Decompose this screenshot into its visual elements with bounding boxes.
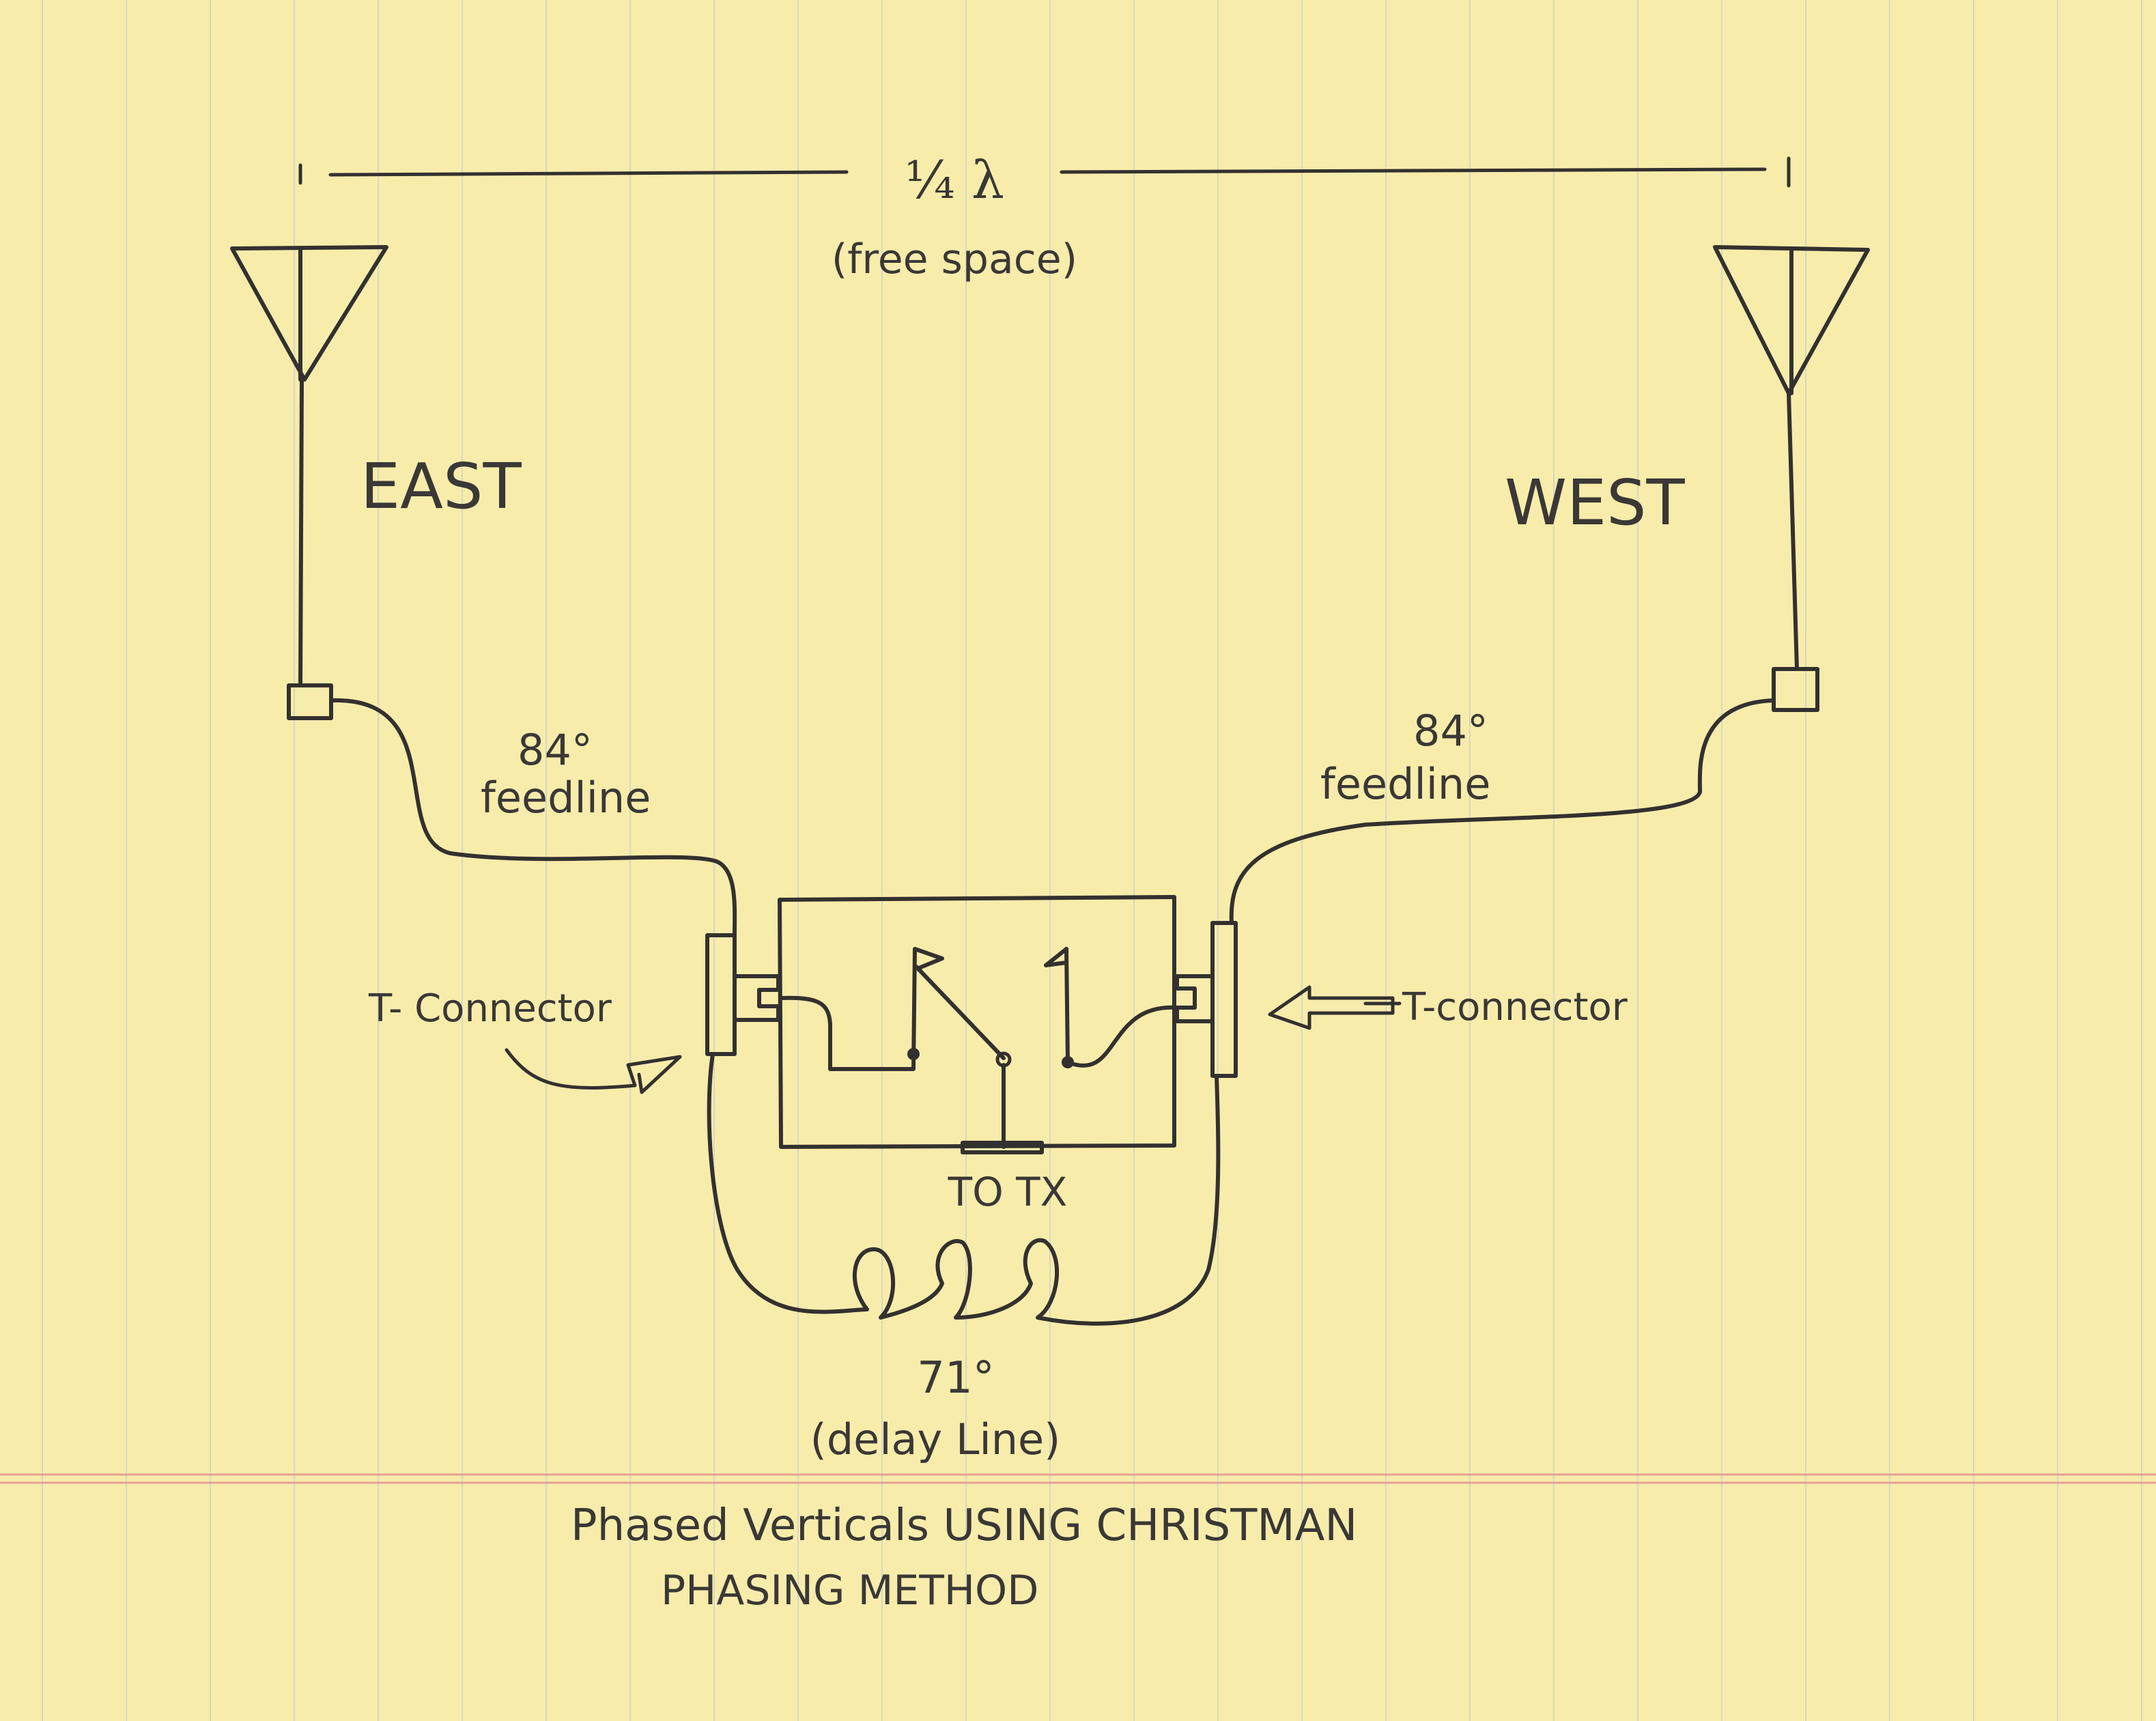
switch-box bbox=[778, 895, 1179, 1154]
east-feedline bbox=[329, 698, 737, 937]
left-t-connector-label: T- Connector bbox=[368, 986, 612, 1031]
delay-label: (delay Line) bbox=[810, 1414, 1061, 1464]
to-tx-label: TO TX bbox=[948, 1169, 1068, 1215]
west-label: WEST bbox=[1505, 466, 1685, 539]
ruled-lines bbox=[42, 0, 2142, 1721]
delay-line bbox=[707, 1052, 1221, 1326]
right-arrow-icon bbox=[1268, 985, 1402, 1030]
spacing-note: (free space) bbox=[832, 236, 1077, 283]
left-t-connector-icon bbox=[705, 933, 780, 1056]
title-line-2: PHASING METHOD bbox=[661, 1567, 1038, 1615]
west-antenna-icon bbox=[1713, 245, 1870, 712]
west-feedline bbox=[1229, 698, 1776, 925]
east-feedline-label: feedline bbox=[481, 773, 651, 823]
east-label: EAST bbox=[360, 450, 522, 523]
delay-degrees: 71° bbox=[917, 1353, 994, 1404]
left-curved-arrow-icon bbox=[505, 1048, 682, 1094]
west-feedline-label: feedline bbox=[1320, 759, 1490, 809]
spacing-label: ¼ λ bbox=[905, 150, 1004, 210]
right-t-connector-label: T-connector bbox=[1402, 985, 1628, 1029]
west-feedline-degrees: 84° bbox=[1413, 706, 1488, 756]
title-line-1: Phased Verticals USING CHRISTMAN bbox=[571, 1500, 1357, 1551]
east-feedline-degrees: 84° bbox=[517, 725, 593, 775]
right-t-connector-icon bbox=[1175, 921, 1238, 1078]
spacing-dimension bbox=[298, 156, 1791, 188]
